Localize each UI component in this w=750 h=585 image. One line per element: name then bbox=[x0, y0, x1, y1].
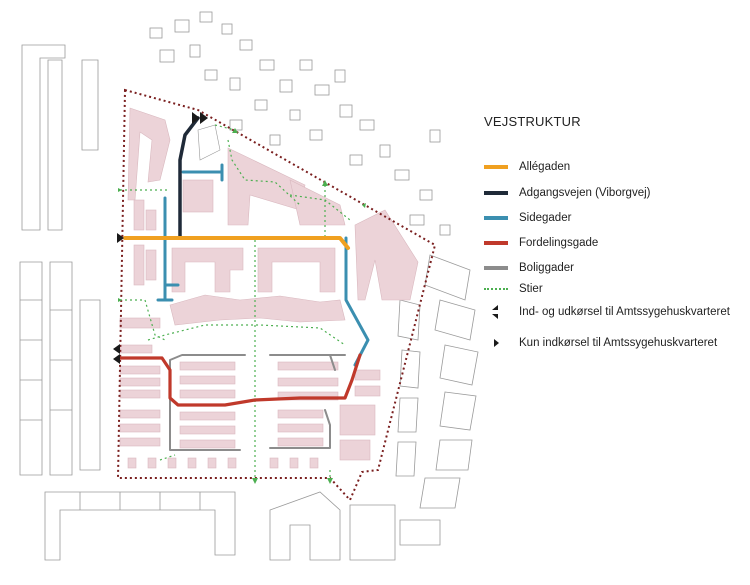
legend-item-stier: Stier bbox=[484, 280, 543, 298]
road-fordelingsgade bbox=[116, 353, 362, 407]
double-arrow-icon bbox=[113, 344, 120, 364]
line-swatch bbox=[484, 191, 508, 195]
legend-item-ind-og-udkorsel: Ind- og udkørsel til Amtssygehuskvartere… bbox=[484, 303, 730, 321]
road-adgangsvejen bbox=[178, 116, 200, 240]
dotted-line-swatch bbox=[484, 288, 508, 290]
legend-item-adgangsvejen: Adgangsvejen (Viborgvej) bbox=[484, 184, 650, 202]
line-swatch bbox=[484, 216, 508, 220]
context-buildings bbox=[19, 11, 479, 561]
legend: VEJSTRUKTUR Allégaden Adgangsvejen (Vibo… bbox=[484, 114, 746, 349]
road-allegaden bbox=[123, 236, 350, 250]
legend-title: VEJSTRUKTUR bbox=[484, 114, 581, 129]
legend-item-sidegader: Sidegader bbox=[484, 209, 571, 227]
legend-label: Sidegader bbox=[519, 212, 572, 224]
legend-label: Ind- og udkørsel til Amtssygehuskvartere… bbox=[519, 306, 730, 318]
legend-label: Adgangsvejen (Viborgvej) bbox=[519, 187, 651, 199]
legend-label: Fordelingsgade bbox=[519, 237, 599, 249]
legend-item-kun-indkorsel: Kun indkørsel til Amtssygehuskvarteret bbox=[484, 334, 717, 352]
legend-label: Kun indkørsel til Amtssygehuskvarteret bbox=[519, 337, 718, 349]
legend-item-fordelingsgade: Fordelingsgade bbox=[484, 234, 598, 252]
entry-arrows bbox=[113, 112, 366, 484]
road-sidegader bbox=[156, 163, 370, 367]
roads bbox=[116, 116, 370, 451]
legend-item-boliggader: Boliggader bbox=[484, 259, 574, 277]
double-arrow-icon bbox=[192, 112, 208, 124]
legend-label: Stier bbox=[519, 283, 543, 295]
legend-item-allegaden: Allégaden bbox=[484, 158, 570, 176]
path-network bbox=[120, 124, 351, 480]
site-buildings bbox=[119, 107, 419, 469]
legend-label: Allégaden bbox=[519, 161, 571, 173]
line-swatch bbox=[484, 165, 508, 169]
line-swatch bbox=[484, 241, 508, 245]
site-boundary bbox=[116, 88, 437, 502]
line-swatch bbox=[484, 266, 508, 270]
single-arrow-icon bbox=[117, 233, 124, 243]
road-boliggader bbox=[169, 354, 346, 451]
legend-label: Boliggader bbox=[519, 262, 574, 274]
double-arrow-icon bbox=[484, 304, 508, 320]
single-arrow-icon bbox=[484, 337, 508, 349]
